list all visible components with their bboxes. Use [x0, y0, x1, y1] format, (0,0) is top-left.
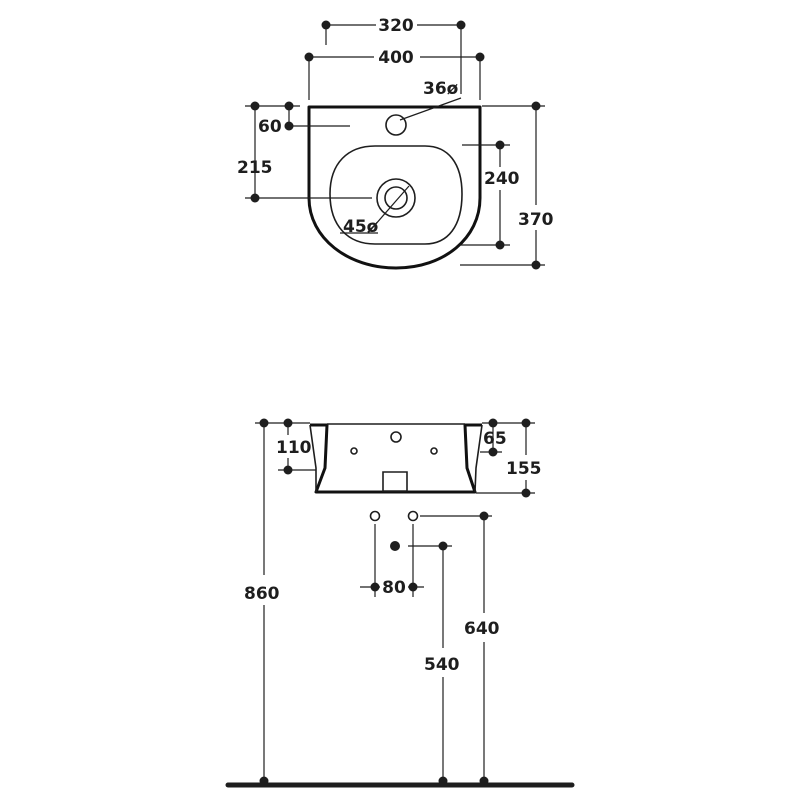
mounting-hole-left: [350, 447, 358, 455]
drain-outer: [376, 178, 416, 218]
dim-bowl-depth: 240: [484, 169, 520, 189]
basin-left-side: [309, 424, 317, 492]
drain-inner: [384, 186, 408, 210]
drain-stub: [382, 471, 408, 492]
front-view: 110 860 65 155: [225, 418, 575, 788]
dim-width-inner: 320: [378, 16, 414, 36]
tap-hole: [385, 114, 407, 136]
dim-supply-height: 640: [464, 619, 500, 639]
front-tap-hole: [390, 431, 402, 443]
dim-rim-offset: 65: [483, 429, 507, 449]
waste-outlet[interactable]: [390, 541, 400, 551]
dim-inner-height: 110: [276, 438, 312, 458]
dim-total-height: 155: [506, 459, 542, 479]
supply-pipe-left: [369, 510, 381, 522]
dim-pipe-spacing: 80: [382, 578, 406, 598]
bowl-inner-outline: [329, 145, 463, 245]
basin-outline-front: [310, 423, 482, 494]
dim-waste-height: 540: [424, 655, 460, 675]
supply-pipe-right: [407, 510, 419, 522]
dim-mount-height: 860: [244, 584, 280, 604]
dim-drain-offset: 215: [237, 158, 273, 178]
top-view: 320 400 36ø 60 215 240: [237, 16, 554, 270]
dim-width-outer: 400: [378, 48, 414, 68]
mounting-hole-right: [430, 447, 438, 455]
basin-right-side: [474, 424, 483, 493]
dim-tap-hole-dia: 36ø: [423, 79, 458, 99]
dim-drain-dia: 45ø: [343, 217, 378, 237]
basin-outline-top: [307, 105, 482, 270]
dim-total-depth: 370: [518, 210, 554, 230]
dim-tap-offset: 60: [258, 117, 282, 137]
